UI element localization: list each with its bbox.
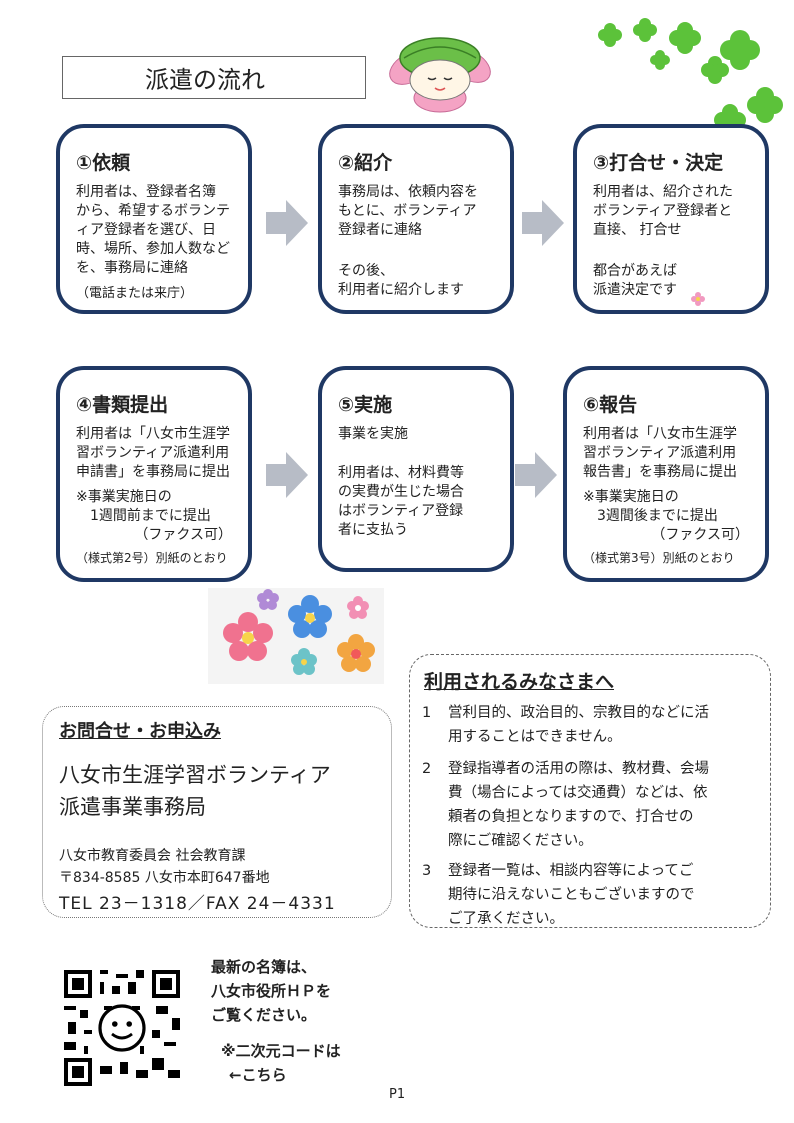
step-text-2: 利用者は、材料費等 の実費が生じた場合 はボランティア登録 者に支払う xyxy=(338,465,464,538)
qr-code[interactable] xyxy=(64,970,180,1086)
notice-heading: 利用されるみなさまへ xyxy=(424,671,615,693)
qr-note-line: 最新の名簿は、 xyxy=(211,958,317,976)
contact-dept: 八女市教育委員会 社会教育課 xyxy=(59,848,246,864)
notice-text: 登録指導者の活用の際は、教材費、会場 費（場合によっては交通費）などは、依 頼者… xyxy=(448,761,709,849)
step-form-note: （様式第2号）別紙のとおり xyxy=(76,551,228,565)
notice-number: 2 xyxy=(422,761,432,777)
notice-text: 登録者一覧は、相談内容等によってご 期待に沿えないこともございますので ご了承く… xyxy=(448,863,695,927)
contact-box: お問合せ・お申込み 八女市生涯学習ボランティア 派遣事業事務局 八女市教育委員会… xyxy=(42,706,392,918)
notice-text: 営利目的、政治目的、宗教目的などに活 用することはできません。 xyxy=(448,705,709,745)
step-text: 利用者は「八女市生涯学 習ボランティア派遣利用 申請書」を事務局に提出 xyxy=(76,426,230,480)
step-heading: ⑤実施 xyxy=(338,394,393,416)
step-heading: ①依頼 xyxy=(76,152,131,174)
notice-number: 3 xyxy=(422,863,432,879)
contact-phone: TEL 23－1318／FAX 24－4331 xyxy=(59,894,336,914)
step-text-2: 都合があえば 派遣決定です xyxy=(593,263,677,298)
step-text: 事業を実施 xyxy=(338,426,408,442)
arrow-right-icon xyxy=(266,452,308,498)
arrow-right-icon xyxy=(522,200,564,246)
arrow-right-icon xyxy=(266,200,308,246)
step-1-box: ①依頼 利用者は、登録者名簿 から、希望するボランテ ィア登録者を選び、日 時、… xyxy=(56,124,252,314)
notice-box: 利用されるみなさまへ 1 営利目的、政治目的、宗教目的などに活 用することはでき… xyxy=(409,654,771,928)
step-6-box: ⑥報告 利用者は「八女市生涯学 習ボランティア派遣利用 報告書」を事務局に提出 … xyxy=(563,366,769,582)
step-heading: ②紹介 xyxy=(338,152,393,174)
step-3-box: ③打合せ・決定 利用者は、紹介された ボランティア登録者と 直接、 打合せ 都合… xyxy=(573,124,769,314)
flowers-decoration xyxy=(208,588,384,684)
qr-note-line: ※二次元コードは xyxy=(221,1042,341,1060)
mascot-illustration xyxy=(389,37,491,113)
step-5-box: ⑤実施 事業を実施 利用者は、材料費等 の実費が生じた場合 はボランティア登録 … xyxy=(318,366,514,572)
step-heading: ③打合せ・決定 xyxy=(593,152,724,174)
step-heading: ④書類提出 xyxy=(76,394,169,416)
office-name-line1: 八女市生涯学習ボランティア xyxy=(59,763,331,787)
arrow-right-icon xyxy=(515,452,557,498)
step-text-2: その後、 利用者に紹介します xyxy=(338,263,464,298)
contact-heading: お問合せ・お申込み xyxy=(59,721,221,742)
step-fax-note: （ファクス可） xyxy=(651,527,749,543)
step-heading: ⑥報告 xyxy=(583,394,638,416)
notice-number: 1 xyxy=(422,705,432,721)
step-4-box: ④書類提出 利用者は「八女市生涯学 習ボランティア派遣利用 申請書」を事務局に提… xyxy=(56,366,252,582)
step-text: 利用者は、登録者名簿 から、希望するボランテ ィア登録者を選び、日 時、場所、参… xyxy=(76,184,230,276)
office-name-line2: 派遣事業事務局 xyxy=(59,795,206,819)
qr-note: 最新の名簿は、 八女市役所ＨＰを ご覧ください。 ※二次元コードは ←こちら xyxy=(211,955,341,1087)
step-note: （電話または来庁） xyxy=(76,286,194,301)
qr-note-line: ご覧ください。 xyxy=(211,1006,317,1024)
step-text: 利用者は、紹介された ボランティア登録者と 直接、 打合せ xyxy=(593,184,733,238)
step-fax-note: （ファクス可） xyxy=(134,527,232,543)
page-number: P1 xyxy=(389,1087,406,1102)
qr-note-line: ←こちら xyxy=(229,1066,287,1084)
flower-icon xyxy=(691,292,705,306)
page-title: 派遣の流れ xyxy=(62,56,366,99)
step-deadline: ※事業実施日の 1週間前までに提出 xyxy=(76,489,211,524)
contact-address: 〒834-8585 八女市本町647番地 xyxy=(59,870,270,886)
step-deadline: ※事業実施日の 3週間後までに提出 xyxy=(583,489,718,524)
step-text: 事務局は、依頼内容を もとに、ボランティア 登録者に連絡 xyxy=(338,184,478,238)
qr-note-line: 八女市役所ＨＰを xyxy=(211,982,332,1000)
step-2-box: ②紹介 事務局は、依頼内容を もとに、ボランティア 登録者に連絡 その後、 利用… xyxy=(318,124,514,314)
step-text: 利用者は「八女市生涯学 習ボランティア派遣利用 報告書」を事務局に提出 xyxy=(583,426,737,480)
step-form-note: （様式第3号）別紙のとおり xyxy=(583,551,735,565)
